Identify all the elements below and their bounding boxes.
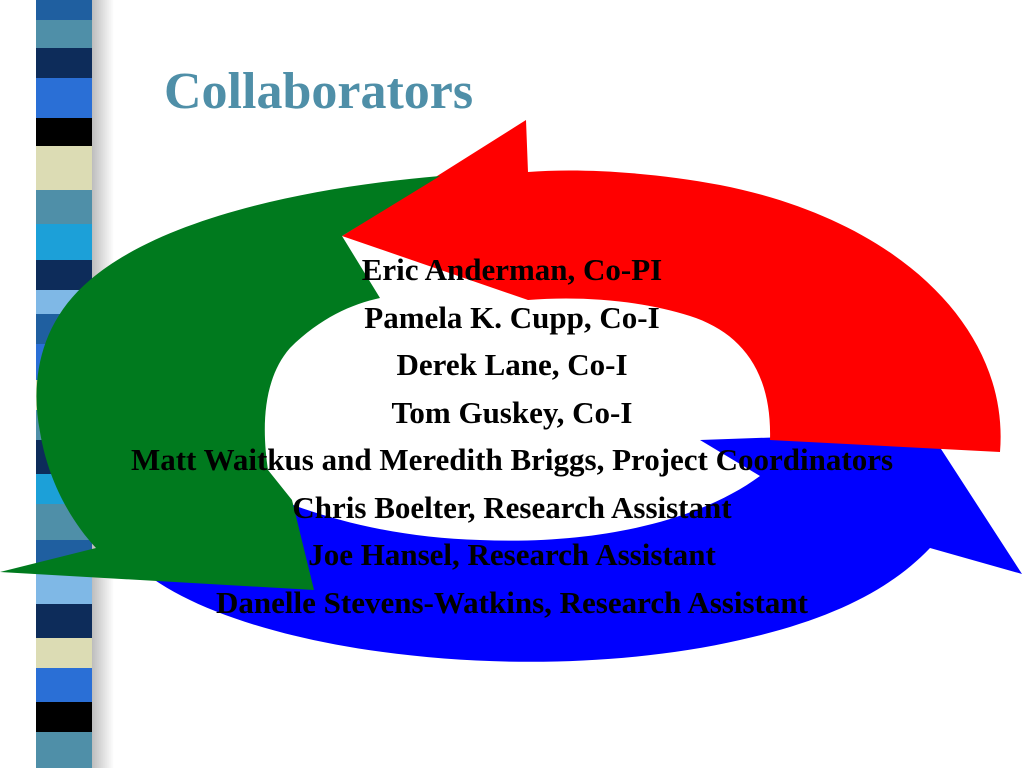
collaborator-name: Matt Waitkus and Meredith Briggs, Projec… — [130, 442, 894, 477]
collaborator-name: Danelle Stevens-Watkins, Research Assist… — [216, 584, 808, 620]
collaborator-name: Pamela K. Cupp, Co-I — [364, 299, 660, 335]
red-arrow-icon — [342, 120, 1001, 452]
collaborator-list: Eric Anderman, Co-PI Pamela K. Cupp, Co-… — [0, 246, 1024, 626]
collaborator-name: Joe Hansel, Research Assistant — [308, 537, 716, 572]
green-arrow-icon — [0, 176, 440, 590]
blue-arrow-icon — [130, 432, 1022, 662]
slide-title: Collaborators — [164, 63, 474, 120]
collaborator-name: Chris Boelter, Research Assistant — [292, 489, 732, 525]
collaborator-name: Tom Guskey, Co-I — [391, 394, 633, 430]
collaborator-name: Eric Anderman, Co-PI — [361, 252, 663, 287]
collaborator-name: Derek Lane, Co-I — [396, 347, 628, 382]
